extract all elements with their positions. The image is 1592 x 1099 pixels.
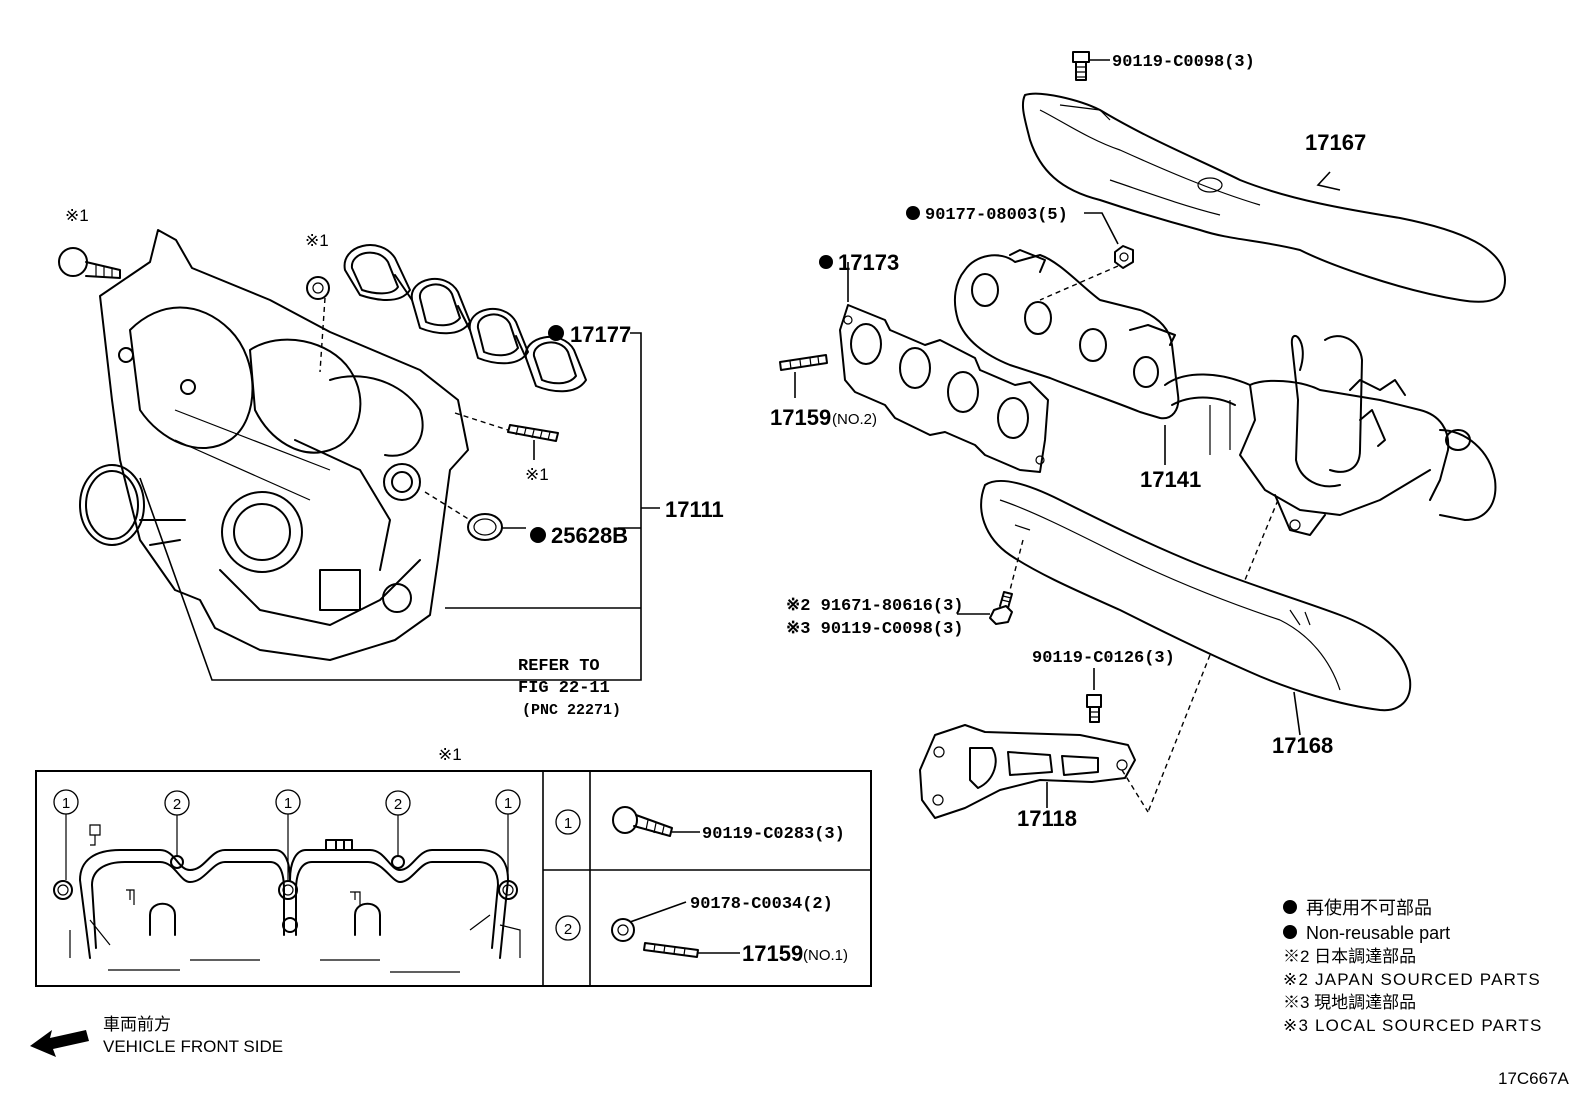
vehicle-front-arrow-icon <box>30 1030 89 1057</box>
circle-number-1: 1 <box>275 789 301 815</box>
part-number-25628b: 25628B <box>551 523 628 548</box>
non-reusable-dot-icon <box>819 255 833 269</box>
part-number-17173: 17173 <box>838 250 899 275</box>
bolt-icon <box>612 806 700 837</box>
legend-local-jp: ※3 現地調達部品 <box>1283 993 1416 1012</box>
legend: 再使用不可部品 Non-reusable part ※2 日本調達部品 ※2 J… <box>1283 898 1543 1035</box>
mark1-label: ※1 <box>525 465 549 484</box>
refer-line-1: REFER TO <box>518 657 600 676</box>
legend-japan-jp: ※2 日本調達部品 <box>1283 947 1416 966</box>
part-number-90119-c0098-lower: ※3 90119-C0098(3) <box>786 620 963 639</box>
non-reusable-dot-icon <box>906 206 920 220</box>
part-number-90119-c0283: 90119-C0283(3) <box>702 825 845 844</box>
non-reusable-dot-icon <box>530 527 546 543</box>
flange-detail-drawing <box>53 802 521 973</box>
mark1-label: ※1 <box>438 745 462 764</box>
heat-insulator-lower-drawing <box>980 479 1412 736</box>
circle-number-2: 2 <box>164 790 190 816</box>
detail-box <box>35 770 872 987</box>
no1-label: (NO.1) <box>803 947 848 964</box>
svg-text:1: 1 <box>62 795 70 812</box>
intake-gasket-drawing <box>343 244 587 393</box>
exhaust-manifold-drawing <box>953 249 1497 536</box>
legend-non-reusable-en: Non-reusable part <box>1306 923 1450 943</box>
circle-number-1: 1 <box>555 809 581 835</box>
legend-non-reusable-jp: 再使用不可部品 <box>1306 898 1432 918</box>
legend-local-en: ※3 LOCAL SOURCED PARTS <box>1283 1016 1543 1035</box>
mark1-label: ※1 <box>305 231 329 250</box>
legend-japan-en: ※2 JAPAN SOURCED PARTS <box>1283 970 1541 989</box>
svg-text:2: 2 <box>173 796 181 813</box>
vehicle-front-jp: 車両前方 <box>103 1015 171 1034</box>
part-number-17159-no1: 17159 <box>742 941 803 966</box>
mark1-label: ※1 <box>65 206 89 225</box>
refer-line-2: FIG 22-11 <box>518 679 610 698</box>
non-reusable-dot-icon <box>1283 900 1297 914</box>
vehicle-front-en: VEHICLE FRONT SIDE <box>103 1037 283 1056</box>
non-reusable-dot-icon <box>548 325 564 341</box>
nut-icon <box>611 901 687 942</box>
figure-code: 17C667A <box>1498 1069 1570 1088</box>
part-number-90177-08003: 90177-08003(5) <box>925 206 1068 225</box>
part-number-90119-c0126: 90119-C0126(3) <box>1032 649 1175 668</box>
bolt-icon <box>1072 51 1110 81</box>
svg-text:1: 1 <box>564 815 572 832</box>
circle-number-2: 2 <box>385 790 411 816</box>
heat-insulator-upper-drawing <box>1021 92 1506 303</box>
part-number-17177: 17177 <box>570 322 631 347</box>
part-number-91671-80616: ※2 91671-80616(3) <box>786 597 963 616</box>
svg-text:2: 2 <box>394 796 402 813</box>
stud-icon <box>454 412 559 460</box>
circle-number-1: 1 <box>495 789 521 815</box>
part-number-17111: 17111 <box>665 497 724 522</box>
stud-icon <box>779 354 828 398</box>
throttle-gasket-drawing <box>79 464 632 681</box>
part-number-17168: 17168 <box>1272 733 1333 758</box>
part-number-90178-c0034: 90178-C0034(2) <box>690 895 833 914</box>
part-number-17159-no2: 17159 <box>770 405 831 430</box>
refer-line-3: (PNC 22271) <box>522 702 621 719</box>
bolt-icon <box>58 247 121 279</box>
circle-number-1: 1 <box>53 789 79 815</box>
bracket-drawing <box>919 724 1149 819</box>
bolt-icon <box>1086 654 1211 813</box>
leader-17111 <box>445 332 660 681</box>
circle-number-2: 2 <box>555 915 581 941</box>
svg-text:1: 1 <box>284 795 292 812</box>
stud-icon <box>643 942 740 958</box>
part-number-17118: 17118 <box>1017 806 1077 831</box>
small-gasket-drawing <box>424 491 526 541</box>
part-number-17167: 17167 <box>1305 130 1366 155</box>
bolt-icon <box>957 591 1013 625</box>
nut-icon <box>306 276 330 373</box>
nut-icon <box>1039 212 1134 301</box>
no2-label: (NO.2) <box>832 411 877 428</box>
svg-text:2: 2 <box>564 921 572 938</box>
svg-text:1: 1 <box>504 795 512 812</box>
exhaust-gasket-drawing <box>839 262 1049 473</box>
part-number-90119-c0098-top: 90119-C0098(3) <box>1112 53 1255 72</box>
intake-manifold-drawing <box>99 229 469 661</box>
non-reusable-dot-icon <box>1283 925 1297 939</box>
part-number-17141: 17141 <box>1140 467 1201 492</box>
